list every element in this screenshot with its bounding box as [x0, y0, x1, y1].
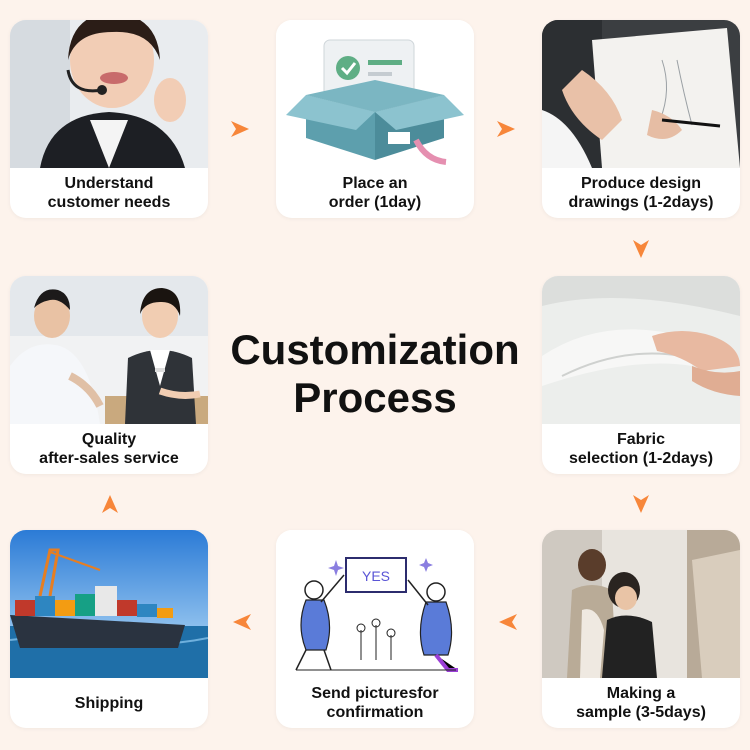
- arrow-left-icon: [231, 611, 253, 633]
- step-card-shipping: Shipping: [10, 530, 208, 728]
- arrow-left-icon: [497, 611, 519, 633]
- arrow-down-icon: [630, 493, 652, 515]
- fabric-photo: [542, 276, 740, 424]
- title-line-2: Process: [293, 374, 457, 421]
- step-label: Shipping: [74, 694, 144, 712]
- arrow-up-icon: [99, 493, 121, 515]
- arrow-right-icon: [229, 118, 251, 140]
- arrow-right-icon: [495, 118, 517, 140]
- yes-sign-text: YES: [362, 568, 390, 584]
- after-sales-photo: [10, 276, 208, 424]
- design-drawing-photo: [542, 20, 740, 168]
- customer-service-photo: [10, 20, 208, 168]
- page-title: Customization Process: [200, 326, 550, 422]
- title-line-1: Customization: [230, 326, 520, 373]
- arrow-down-icon: [630, 238, 652, 260]
- sample-making-photo: [542, 530, 740, 678]
- cargo-ship-photo: [10, 530, 208, 678]
- confirmation-photo: YES: [276, 530, 474, 678]
- order-box-photo: [276, 20, 474, 168]
